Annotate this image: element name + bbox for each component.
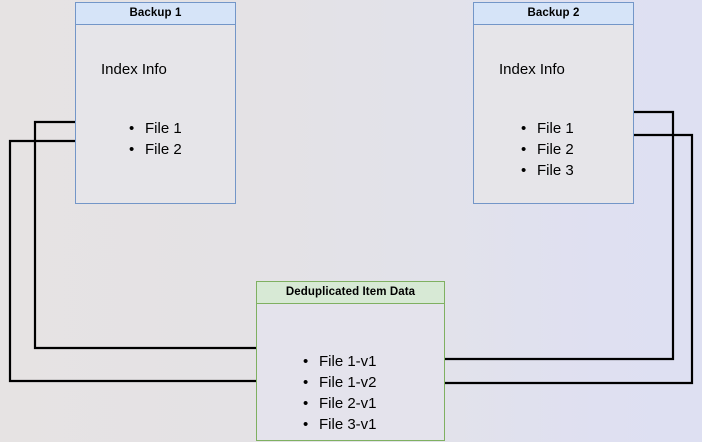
backup2-body: Index Info File 1 File 2 File 3 <box>474 25 633 203</box>
list-item[interactable]: File 2 <box>129 139 182 160</box>
list-item[interactable]: File 1-v1 <box>303 351 377 372</box>
connector-backup2-file1-to-file1v2 <box>389 110 675 367</box>
dedup-item-list: File 1-v1 File 1-v2 File 2-v1 File 3-v1 <box>303 351 377 435</box>
dedup-body: File 1-v1 File 1-v2 File 2-v1 File 3-v1 <box>257 304 444 440</box>
list-item[interactable]: File 3 <box>521 160 574 181</box>
backup1-body: Index Info File 1 File 2 <box>76 25 235 203</box>
backup1-file-list: File 1 File 2 <box>129 118 182 160</box>
backup1-title: Backup 1 <box>76 3 235 25</box>
dedup-title: Deduplicated Item Data <box>257 282 444 304</box>
list-item[interactable]: File 1-v2 <box>303 372 377 393</box>
backup1-index-label: Index Info <box>101 61 167 78</box>
connector-backup1-file2-to-file2v1 <box>8 139 299 389</box>
connector-backup2-file2-to-file2v1 <box>389 133 694 391</box>
list-item[interactable]: File 1 <box>521 118 574 139</box>
deduplicated-item-data-box[interactable]: Deduplicated Item Data File 1-v1 File 1-… <box>256 281 445 441</box>
list-item[interactable]: File 1 <box>129 118 182 139</box>
backup2-file-list: File 1 File 2 File 3 <box>521 118 574 181</box>
backup2-box[interactable]: Backup 2 Index Info File 1 File 2 File 3 <box>473 2 634 204</box>
backup2-title: Backup 2 <box>474 3 633 25</box>
backup1-box[interactable]: Backup 1 Index Info File 1 File 2 <box>75 2 236 204</box>
backup2-index-label: Index Info <box>499 61 565 78</box>
list-item[interactable]: File 2-v1 <box>303 393 377 414</box>
list-item[interactable]: File 3-v1 <box>303 414 377 435</box>
list-item[interactable]: File 2 <box>521 139 574 160</box>
